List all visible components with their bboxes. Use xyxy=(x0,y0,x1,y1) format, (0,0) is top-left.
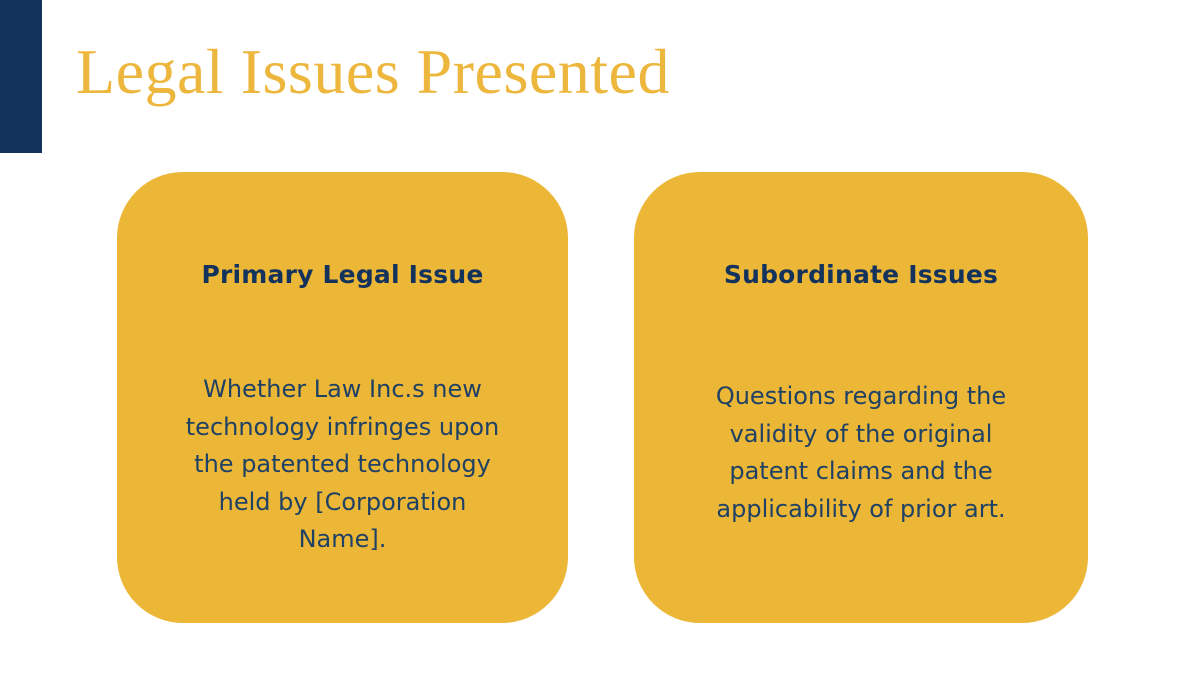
card-primary-title: Primary Legal Issue xyxy=(201,260,484,289)
card-subordinate-issues: Subordinate Issues Questions regarding t… xyxy=(634,172,1088,623)
card-primary-body: Whether Law Inc.s new technology infring… xyxy=(185,375,500,553)
card-subordinate-body: Questions regarding the validity of the … xyxy=(715,382,1007,523)
page-title: Legal Issues Presented xyxy=(76,36,670,107)
card-subordinate-title: Subordinate Issues xyxy=(723,260,999,289)
card-primary-legal-issue: Primary Legal Issue Whether Law Inc.s ne… xyxy=(117,172,568,623)
accent-bar xyxy=(0,0,42,153)
